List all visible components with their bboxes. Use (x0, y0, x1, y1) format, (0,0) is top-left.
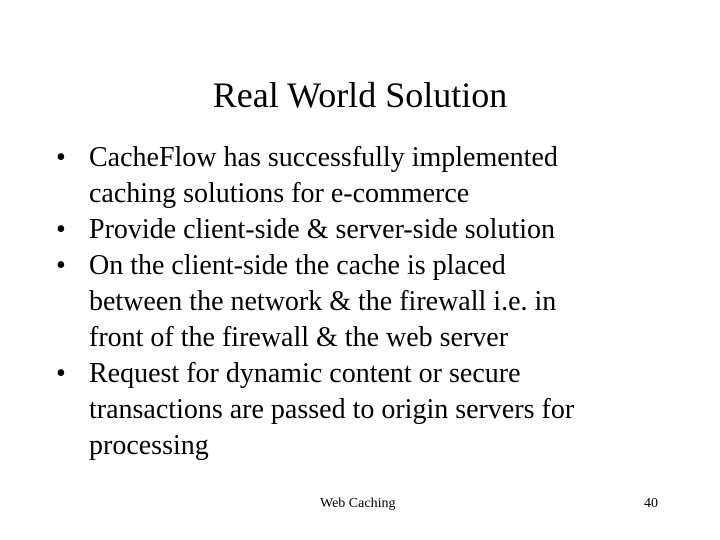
slide-title: Real World Solution (212, 75, 508, 115)
bullet-marker: • (56, 142, 66, 173)
bullet-marker: • (56, 250, 66, 281)
bullet-item: • CacheFlow has successfully implemented… (56, 140, 696, 212)
bullet-line: caching solutions for e-commerce (89, 178, 470, 209)
bullet-item: • Provide client-side & server-side solu… (56, 212, 696, 248)
bullet-line: Provide client-side & server-side soluti… (89, 214, 556, 245)
bullet-item: • On the client-side the cache is placed… (56, 248, 696, 356)
bullet-line: transactions are passed to origin server… (89, 394, 575, 425)
bullet-list: • CacheFlow has successfully implemented… (56, 140, 696, 464)
bullet-marker: • (56, 214, 66, 245)
bullet-line: Request for dynamic content or secure (89, 358, 521, 389)
bullet-marker: • (56, 358, 66, 389)
footer-text: Web Caching (320, 496, 396, 511)
bullet-item: • Request for dynamic content or secure … (56, 356, 696, 464)
bullet-line: between the network & the firewall i.e. … (89, 286, 557, 317)
bullet-line: CacheFlow has successfully implemented (89, 142, 558, 173)
bullet-line: front of the firewall & the web server (89, 322, 509, 353)
page-number: 40 (644, 496, 658, 511)
bullet-line: processing (89, 430, 209, 461)
bullet-line: On the client-side the cache is placed (89, 250, 506, 281)
